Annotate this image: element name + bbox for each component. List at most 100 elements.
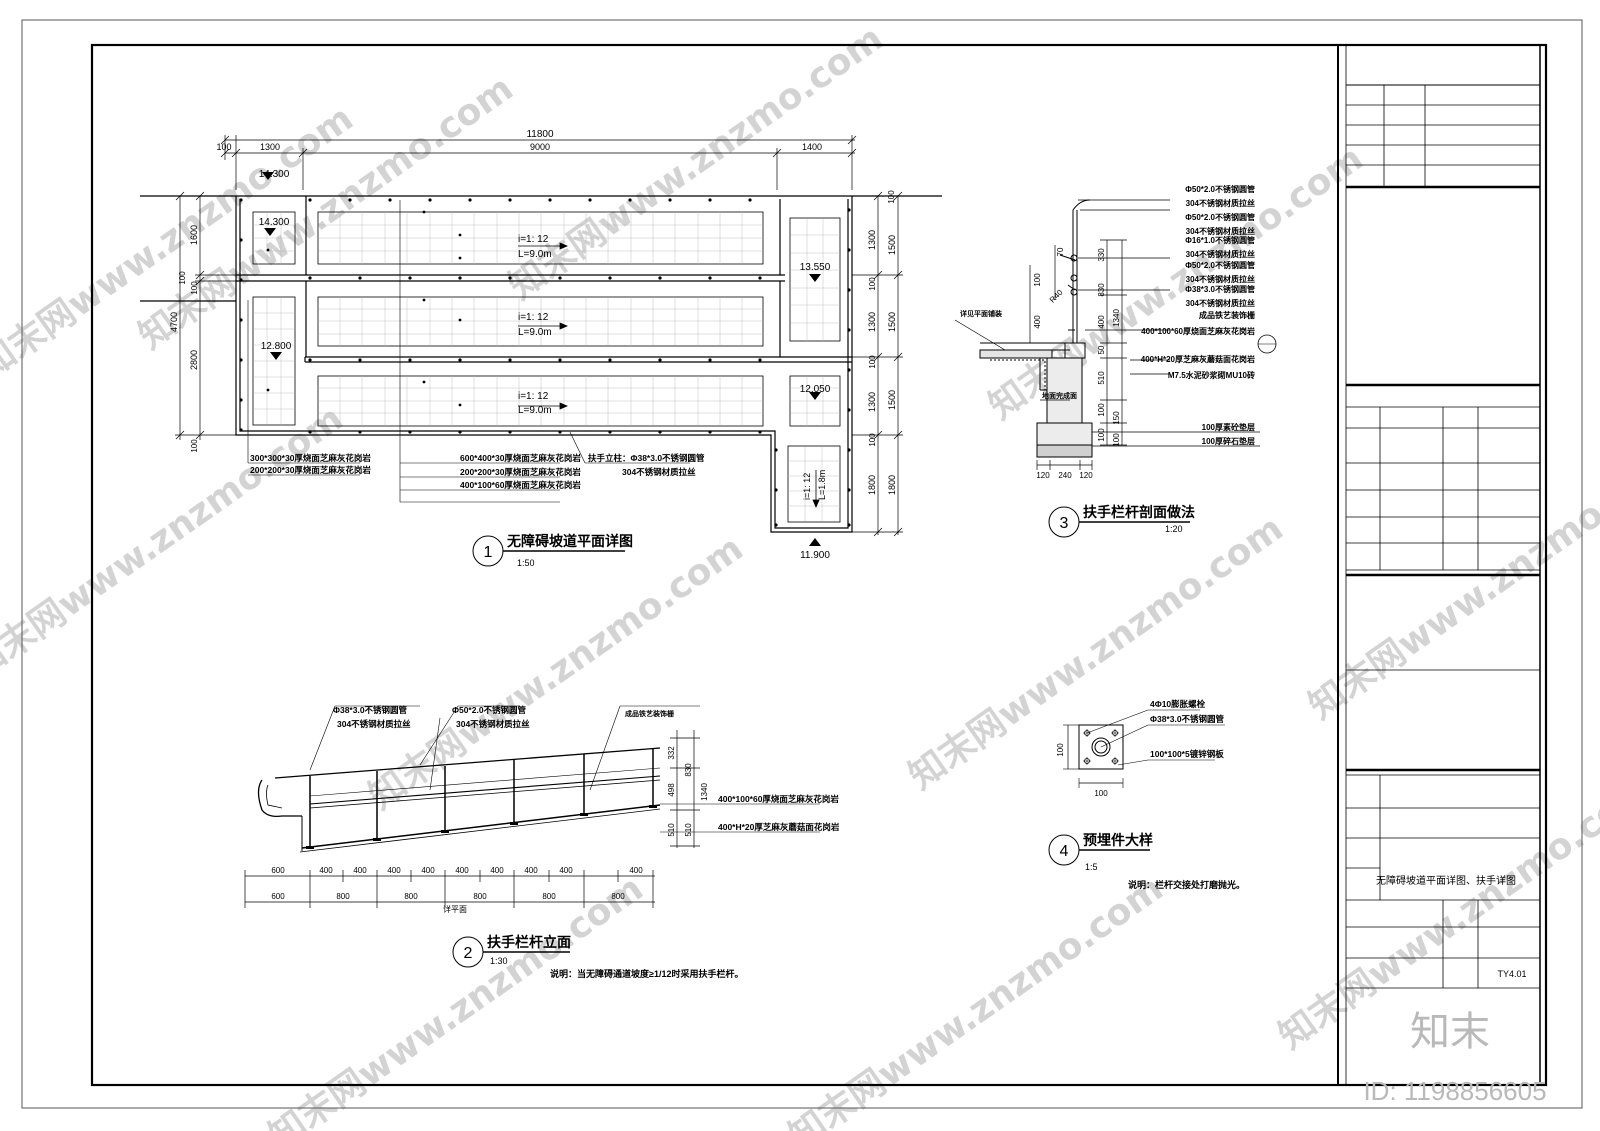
dim-label: 1300 bbox=[260, 142, 280, 152]
watermark-text: 知末网www.znzmo.com bbox=[0, 398, 351, 688]
right-dimension-lines bbox=[852, 191, 903, 537]
dim-label: 2800 bbox=[189, 350, 199, 370]
top-dimension-lines bbox=[220, 135, 857, 190]
dim-label: 100 bbox=[1094, 789, 1108, 798]
railing-posts bbox=[239, 198, 851, 527]
dim-label: 100 bbox=[1097, 403, 1106, 417]
watermark-id: ID: 1198856605 bbox=[1363, 1076, 1546, 1106]
elevation-dim-lines-right bbox=[670, 730, 700, 848]
embed-note: 100*100*5镀锌钢板 bbox=[1150, 749, 1224, 759]
side-ramp-length: L=1.8m bbox=[817, 470, 827, 500]
detail-number: 1 bbox=[484, 544, 493, 561]
dim-label: 400 bbox=[629, 866, 643, 875]
section-note: Φ38*3.0不锈钢圆管 bbox=[1185, 284, 1255, 294]
dim-label: 400 bbox=[524, 866, 538, 875]
dim-label: 1340 bbox=[700, 783, 709, 801]
section-note: 304不锈钢材质拉丝 bbox=[1186, 298, 1255, 308]
dim-label: 800 bbox=[611, 892, 625, 901]
embed-plate-detail: 100 100 4Φ10膨胀螺栓 Φ38*3.0不锈钢圆管 100*100*5镀… bbox=[1048, 699, 1245, 890]
section-note: 304不锈钢材质拉丝 bbox=[1186, 226, 1255, 236]
dim-label: 100 bbox=[1112, 433, 1121, 447]
dim-label: 330 bbox=[1097, 248, 1106, 262]
dim-label: 830 bbox=[684, 763, 693, 777]
dim-label: 400 bbox=[387, 866, 401, 875]
detail-note: 说明：当无障碍通道坡度≥1/12时采用扶手栏杆。 bbox=[550, 968, 743, 979]
detail-title: 扶手栏杆剖面做法 bbox=[1083, 504, 1195, 520]
dim-label: 1500 bbox=[887, 312, 897, 332]
detail-scale: 1:30 bbox=[490, 956, 508, 966]
dim-label: 1300 bbox=[867, 230, 877, 250]
dim-label: 1340 bbox=[1112, 309, 1121, 327]
elevation-post-bases bbox=[306, 805, 657, 849]
elevation-note: 400*100*60厚烧面芝麻灰花岗岩 bbox=[718, 794, 839, 804]
dim-label: 1400 bbox=[802, 142, 822, 152]
embed-plate-drawing bbox=[1063, 709, 1225, 788]
plan-note: 304不锈钢材质拉丝 bbox=[622, 467, 696, 477]
railing-elevation-detail: Φ38*3.0不锈钢圆管 304不锈钢材质拉丝 Φ50*2.0不锈钢圆管 304… bbox=[244, 705, 840, 979]
dim-label: 400 bbox=[421, 866, 435, 875]
ramp-slope: i=1: 12 bbox=[518, 312, 549, 323]
section-dim-lines bbox=[954, 199, 1260, 470]
section-note: 400*100*60厚烧面芝麻灰花岗岩 bbox=[1141, 326, 1255, 336]
elevation-note: Φ38*3.0不锈钢圆管 bbox=[333, 705, 408, 715]
dim-label: 100 bbox=[868, 355, 877, 369]
elevation-leaders bbox=[309, 705, 820, 833]
ramp-length: L=9.0m bbox=[518, 327, 552, 338]
section-note: 成品铁艺装饰栅 bbox=[1199, 310, 1255, 320]
plan-note: 扶手立柱：Φ38*3.0不锈钢圆管 bbox=[588, 453, 705, 463]
ramp-length: L=9.0m bbox=[518, 405, 552, 416]
dim-total-height: 4700 bbox=[169, 312, 179, 332]
embed-note: Φ38*3.0不锈钢圆管 bbox=[1150, 714, 1225, 724]
dim-label: 498 bbox=[667, 783, 676, 797]
elevation-dim-lines-bottom bbox=[244, 870, 655, 908]
outer-sheet-border bbox=[21, 19, 1583, 1109]
dim-label: 120 bbox=[1036, 471, 1050, 480]
dim-label: 800 bbox=[542, 892, 556, 901]
dim-label: 600 bbox=[271, 866, 285, 875]
drawing-title: 无障碍坡道平面详图、扶手详图 bbox=[1376, 874, 1516, 887]
detail-title: 扶手栏杆立面 bbox=[487, 934, 571, 950]
dim-label: 100 bbox=[1097, 428, 1106, 442]
section-note: Φ50*2.0不锈钢圆管 bbox=[1185, 212, 1255, 222]
section-rail-circles bbox=[1070, 254, 1078, 296]
drawing-frame bbox=[90, 43, 1548, 1087]
section-note: 100厚素砼垫层 bbox=[1202, 422, 1255, 432]
dim-label: 400 bbox=[1097, 315, 1106, 329]
dim-label: 400 bbox=[1033, 315, 1042, 329]
dim-label: 1800 bbox=[887, 475, 897, 495]
elevation-note: 成品铁艺装饰栅 bbox=[625, 709, 674, 718]
dim-label: 1300 bbox=[867, 312, 877, 332]
plan-note: 400*100*60厚烧面芝麻灰花岗岩 bbox=[460, 480, 581, 490]
plan-note: 200*200*30厚烧面芝麻灰花岗岩 bbox=[250, 465, 371, 475]
dim-caption: 详平面 bbox=[443, 904, 467, 914]
title-block bbox=[1337, 45, 1541, 1085]
dim-label: 240 bbox=[1058, 471, 1072, 480]
embed-note: 4Φ10膨胀螺栓 bbox=[1150, 699, 1206, 709]
dim-label: 510 bbox=[667, 823, 676, 837]
left-dimension-lines bbox=[175, 191, 236, 440]
detail-scale: 1:20 bbox=[1165, 524, 1183, 534]
dim-label: 100 bbox=[190, 439, 199, 453]
section-note: Φ50*2.0不锈钢圆管 bbox=[1185, 184, 1255, 194]
plan-leaders bbox=[247, 200, 690, 503]
elevation-label: 11.900 bbox=[800, 550, 830, 561]
section-note: Φ16*1.0不锈钢圆管 bbox=[1185, 235, 1255, 245]
plan-note: 200*200*30厚烧面芝麻灰花岗岩 bbox=[460, 467, 581, 477]
elevation-drawing bbox=[257, 747, 661, 853]
drawing-number: TY4.01 bbox=[1497, 969, 1526, 979]
dim-label: 400 bbox=[455, 866, 469, 875]
section-note: 304不锈钢材质拉丝 bbox=[1186, 249, 1255, 259]
dim-label: 100 bbox=[190, 281, 199, 295]
section-note: 详见平面铺装 bbox=[960, 309, 1002, 318]
section-note: 400*H*20厚芝麻灰蘑菇面花岗岩 bbox=[1141, 354, 1255, 364]
dim-label: 100 bbox=[868, 277, 877, 291]
section-note: 304不锈钢材质拉丝 bbox=[1186, 274, 1255, 284]
dim-label: 1800 bbox=[867, 475, 877, 495]
dim-label: 1500 bbox=[887, 235, 897, 255]
dim-label: 400 bbox=[319, 866, 333, 875]
dim-label: 400 bbox=[353, 866, 367, 875]
dim-label: 800 bbox=[404, 892, 418, 901]
dim-label: 120 bbox=[1079, 471, 1093, 480]
